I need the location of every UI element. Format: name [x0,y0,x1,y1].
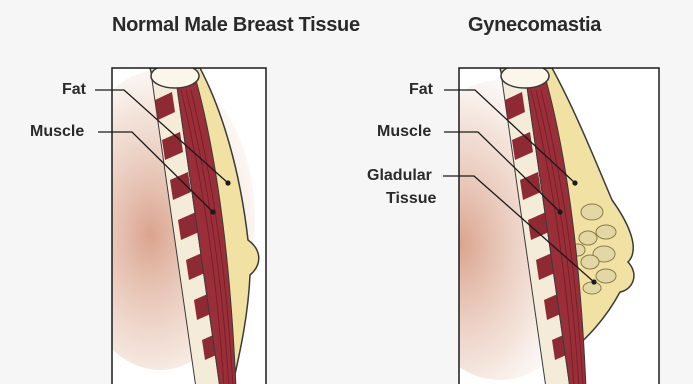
label-fat-normal: Fat [62,81,86,99]
label-muscle-gynecomastia: Muscle [377,123,431,141]
label-glandular-line2: Tissue [386,190,436,208]
fat-marker [225,180,230,185]
fat-marker [572,180,577,185]
label-muscle-normal: Muscle [30,123,84,141]
glandular-marker [591,279,596,284]
label-glandular-line1: Gladular [367,167,432,185]
gynecomastia-panel [400,64,659,384]
normal-tissue-panel [65,64,266,384]
muscle-marker [210,209,215,214]
label-fat-gynecomastia: Fat [409,81,433,99]
muscle-marker [557,209,562,214]
